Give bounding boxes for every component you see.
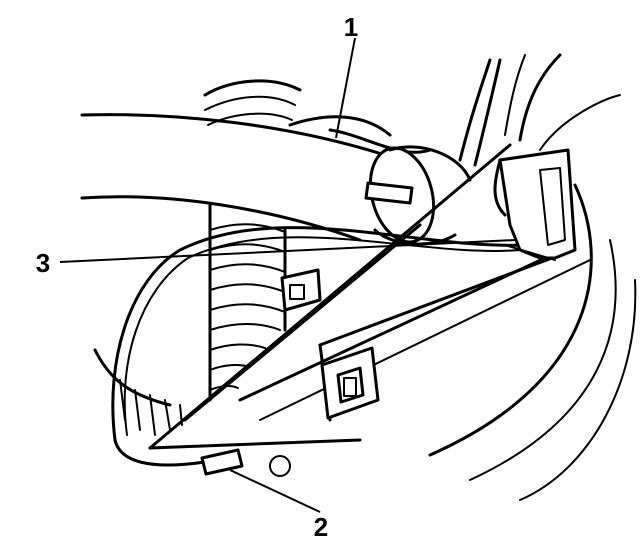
mounting-bracket [148,143,591,450]
bracket-connector [320,346,380,420]
sensor-tip [200,448,291,477]
callout-label-3: 3 [36,248,50,278]
outer-housing [428,183,637,501]
callout-label-2: 2 [314,512,328,542]
sensor-wire [111,53,621,467]
duct-connector [280,268,322,312]
hose-clamp [364,145,472,246]
leader-line-1 [335,37,356,139]
wire-clip [493,148,577,261]
leader-line-3 [59,239,516,263]
callout-label-1: 1 [344,12,358,42]
leader-line-2 [229,469,321,513]
